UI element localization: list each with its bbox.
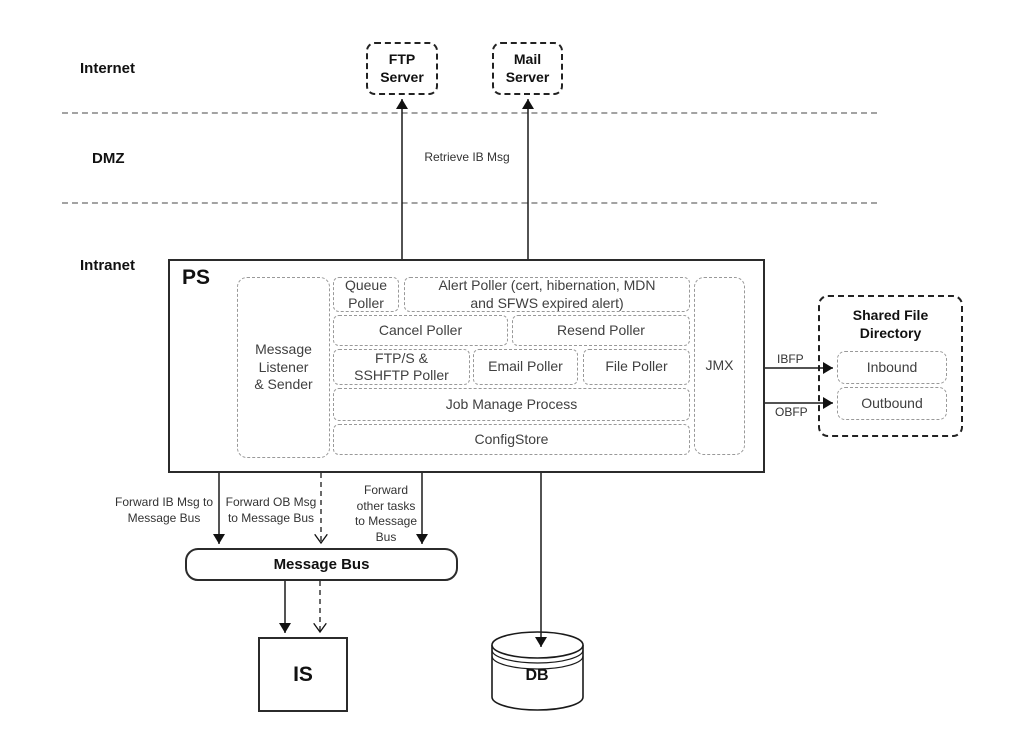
zone-separator-internet-dmz — [62, 112, 877, 114]
node-ps — [168, 259, 765, 473]
forward-ib-line1: Forward IB Msg to — [114, 495, 214, 509]
node-resend-poller: Resend Poller — [512, 315, 690, 346]
jmx-label: JMX — [705, 357, 734, 374]
queue-poller-label-line1: Queue — [344, 277, 388, 293]
cancel-poller-label: Cancel Poller — [378, 321, 463, 338]
edge-label-ibfp: IBFP — [777, 352, 804, 366]
db-label: DB — [525, 667, 549, 684]
forward-ob-line2: to Message Bus — [227, 510, 315, 525]
node-mail-server: Mail Server — [492, 42, 563, 95]
sfd-title-line2: Directory — [859, 325, 922, 342]
node-alert-poller: Alert Poller (cert, hibernation, MDN and… — [404, 277, 690, 312]
db-cylinder-top — [491, 631, 584, 659]
mail-server-label-line2: Server — [505, 68, 550, 85]
zone-separator-dmz-intranet — [62, 202, 877, 204]
message-listener-label-line1: Message — [255, 341, 312, 358]
edge-label-forward-ib: Forward IB Msg to Message Bus — [103, 495, 225, 526]
zone-label-intranet: Intranet — [80, 257, 136, 274]
sfd-title-line1: Shared File — [852, 307, 929, 323]
file-poller-label: File Poller — [605, 358, 668, 375]
node-ftp-server: FTP Server — [366, 42, 438, 95]
ps-title: PS — [182, 266, 211, 289]
ftps-poller-label-line1: FTP/S & — [375, 349, 428, 366]
forward-ob-line1: Forward OB Msg — [225, 495, 317, 509]
forward-ib-line2: Message Bus — [127, 510, 201, 525]
message-listener-label-line3: & Sender — [254, 376, 313, 393]
db-cylinder-rim2 — [491, 649, 584, 664]
resend-poller-label: Resend Poller — [557, 321, 645, 338]
shared-file-directory-title: Shared File Directory — [820, 306, 961, 342]
forward-other-line1: Forward — [363, 483, 408, 497]
node-job-manage-process: Job Manage Process — [333, 388, 690, 421]
forward-other-line3: to Message — [354, 514, 418, 529]
edge-label-forward-other: Forward other tasks to Message Bus — [336, 483, 436, 545]
mail-server-label-line1: Mail — [513, 50, 542, 67]
node-config-store: ConfigStore — [333, 424, 690, 455]
message-listener-label-line2: Listener — [258, 358, 309, 375]
zone-label-dmz: DMZ — [92, 150, 125, 167]
inbound-label: Inbound — [866, 358, 918, 375]
config-store-label: ConfigStore — [474, 430, 549, 447]
ftp-server-label-line1: FTP — [388, 50, 416, 67]
node-jmx: JMX — [694, 277, 745, 455]
node-ftps-sshftp-poller: FTP/S & SSHFTP Poller — [333, 349, 470, 385]
node-cancel-poller: Cancel Poller — [333, 315, 508, 346]
edge-label-retrieve-ib-msg: Retrieve IB Msg — [424, 150, 510, 164]
outbound-label: Outbound — [861, 394, 923, 411]
forward-other-line2: other tasks — [356, 498, 416, 513]
node-message-bus: Message Bus — [185, 548, 458, 581]
node-file-poller: File Poller — [583, 349, 690, 385]
alert-poller-label-line2: and SFWS expired alert) — [470, 294, 624, 311]
queue-poller-label-line2: Poller — [348, 294, 384, 311]
node-queue-poller: Queue Poller — [333, 277, 399, 312]
node-is: IS — [258, 637, 348, 712]
ftps-poller-label-line2: SSHFTP Poller — [354, 367, 449, 383]
forward-other-line4: Bus — [375, 529, 397, 544]
node-outbound: Outbound — [837, 387, 947, 420]
node-message-listener-sender: Message Listener & Sender — [237, 277, 330, 458]
node-email-poller: Email Poller — [473, 349, 578, 385]
ftp-server-label-line2: Server — [380, 68, 424, 85]
edge-label-obfp: OBFP — [775, 405, 808, 419]
message-bus-label: Message Bus — [273, 556, 370, 573]
node-inbound: Inbound — [837, 351, 947, 384]
job-manage-process-label: Job Manage Process — [445, 395, 578, 412]
alert-poller-label-line1: Alert Poller (cert, hibernation, MDN — [438, 277, 656, 293]
zone-label-internet: Internet — [80, 60, 136, 77]
edge-label-forward-ob: Forward OB Msg to Message Bus — [211, 495, 331, 526]
is-label: IS — [293, 662, 313, 686]
email-poller-label: Email Poller — [488, 358, 563, 375]
